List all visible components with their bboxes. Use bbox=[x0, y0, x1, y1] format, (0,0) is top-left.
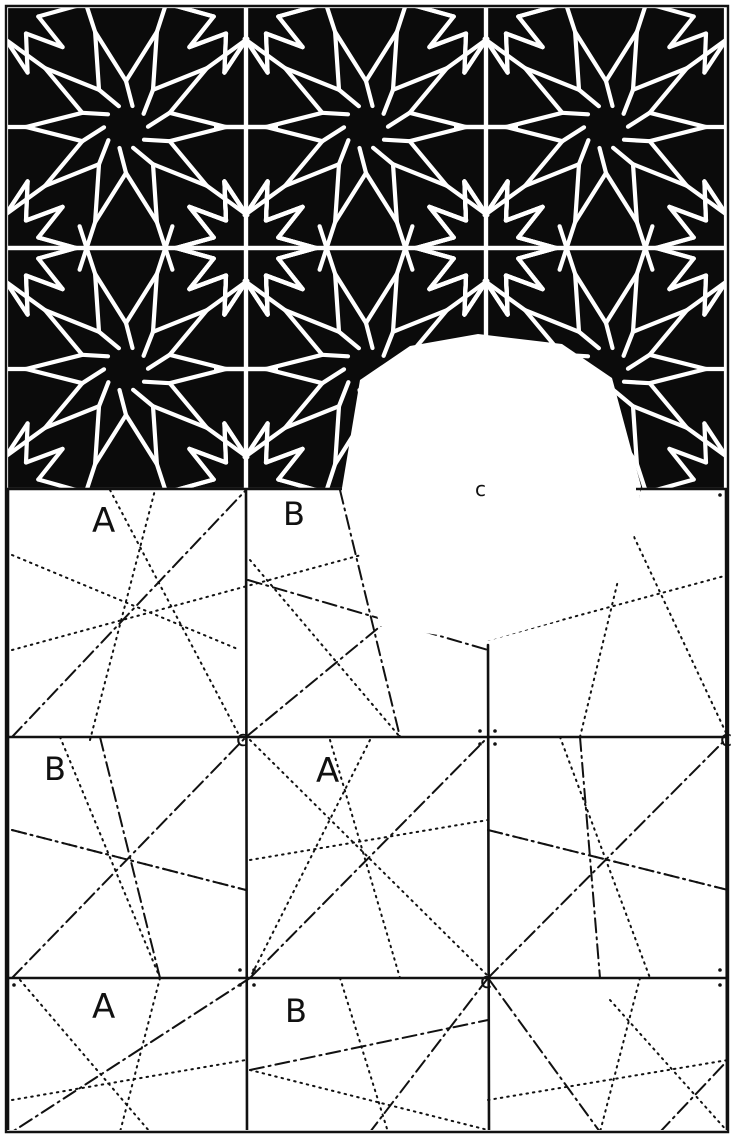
pattern-line bbox=[322, 113, 348, 115]
pattern-line bbox=[704, 34, 706, 73]
vertex-dot bbox=[12, 983, 16, 987]
pattern-line bbox=[26, 34, 28, 73]
cell-label: B bbox=[285, 992, 307, 1030]
pattern-line bbox=[562, 113, 588, 115]
vertex-dot bbox=[252, 983, 256, 987]
pattern-line bbox=[384, 140, 410, 142]
vertex-label: c bbox=[720, 727, 732, 752]
vertex-dot bbox=[493, 742, 497, 746]
cell-label: B bbox=[283, 495, 305, 533]
pattern-line bbox=[26, 423, 28, 462]
pattern-line bbox=[704, 423, 706, 462]
vertex-dot bbox=[238, 983, 242, 987]
pattern-line bbox=[144, 140, 170, 142]
cell-label: B bbox=[44, 750, 66, 788]
pattern-line bbox=[266, 276, 268, 315]
pattern-line bbox=[704, 276, 706, 315]
pattern-line bbox=[266, 34, 268, 73]
vertex-dot bbox=[493, 729, 497, 733]
cell-label: A bbox=[92, 501, 115, 541]
pattern-line bbox=[322, 355, 348, 357]
pattern-line bbox=[464, 34, 466, 73]
vertex-dot bbox=[478, 742, 482, 746]
vertex-dot bbox=[718, 968, 722, 972]
pattern-line bbox=[224, 423, 226, 462]
pattern-line bbox=[506, 276, 508, 315]
pattern-line bbox=[704, 181, 706, 220]
pattern-line bbox=[82, 113, 108, 115]
pattern-line bbox=[224, 276, 226, 315]
pattern-line bbox=[266, 423, 268, 462]
pattern-line bbox=[624, 382, 650, 384]
pattern-line bbox=[464, 276, 466, 315]
vertex-dot bbox=[478, 729, 482, 733]
grid-line-v2 bbox=[488, 645, 489, 1132]
pattern-line bbox=[266, 181, 268, 220]
pattern-line bbox=[224, 34, 226, 73]
vertex-dot bbox=[718, 493, 722, 497]
center-label: c bbox=[475, 477, 486, 501]
vertex-dot bbox=[238, 968, 242, 972]
pattern-line bbox=[144, 382, 170, 384]
grid-line-v1 bbox=[246, 490, 247, 1132]
cell-label: A bbox=[316, 751, 339, 791]
vertex-label: c bbox=[236, 727, 248, 752]
pattern-line bbox=[82, 355, 108, 357]
vertex-dot bbox=[252, 968, 256, 972]
construction-panel bbox=[6, 490, 728, 1132]
pattern-line bbox=[26, 276, 28, 315]
pattern-line bbox=[506, 34, 508, 73]
vertex-dot bbox=[718, 983, 722, 987]
pattern-line bbox=[506, 181, 508, 220]
pattern-line bbox=[464, 181, 466, 220]
construction-background bbox=[6, 490, 728, 1130]
pattern-line bbox=[624, 140, 650, 142]
cell-label: A bbox=[92, 987, 115, 1027]
vertex-label: c bbox=[480, 969, 492, 994]
pattern-line bbox=[224, 181, 226, 220]
pattern-line bbox=[26, 181, 28, 220]
